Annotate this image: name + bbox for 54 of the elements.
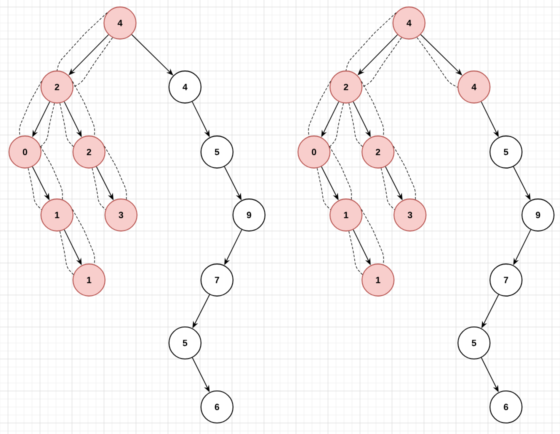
- dashed-line: [60, 230, 74, 275]
- tree-node: 7: [490, 264, 522, 296]
- tree-node: 4: [104, 6, 136, 40]
- dashed-line: [60, 102, 74, 147]
- dashed-line: [361, 209, 384, 265]
- tree-node: 0: [8, 136, 42, 168]
- tree-node: 5: [200, 136, 234, 168]
- dashed-line: [348, 102, 363, 147]
- dashed-line: [329, 102, 344, 148]
- dashed-line: [40, 102, 55, 148]
- dashed-line: [28, 168, 42, 210]
- dashed-line: [104, 146, 127, 200]
- dashed-line: [72, 81, 95, 137]
- tree-node: 6: [490, 390, 522, 424]
- dashed-line: [346, 12, 397, 71]
- tree-node: 6: [200, 390, 234, 424]
- tree-node: 5: [490, 136, 522, 168]
- tree-node: 5: [168, 326, 202, 360]
- dashed-line: [329, 146, 352, 200]
- dashed-line: [56, 12, 108, 71]
- tree-node: 1: [362, 264, 394, 296]
- tree-node: 1: [72, 264, 106, 296]
- tree-node: 4: [168, 70, 202, 104]
- tree-node: 3: [104, 198, 138, 232]
- node-label: 6: [214, 404, 220, 410]
- dashed-line: [316, 168, 331, 210]
- node-label: 9: [536, 212, 540, 218]
- tree-node: 2: [362, 136, 394, 168]
- dashed-line: [73, 37, 113, 88]
- tree-node: 7: [200, 264, 234, 296]
- dashed-line: [308, 80, 331, 137]
- tree-node: 3: [394, 198, 426, 232]
- dashed-line: [40, 146, 63, 200]
- tree-node: 1: [40, 198, 74, 232]
- tree-node: 1: [330, 198, 362, 232]
- dashed-line: [416, 37, 458, 88]
- dashed-line: [72, 209, 95, 265]
- node-label: 6: [504, 404, 508, 410]
- dashed-line: [393, 146, 416, 200]
- tree-node: 4: [458, 70, 490, 104]
- tree-node: 2: [330, 70, 362, 104]
- tree-node: 4: [392, 6, 426, 40]
- tree-node: 2: [40, 70, 74, 104]
- tree-node: 2: [72, 136, 106, 168]
- dashed-line: [361, 81, 384, 137]
- tree-node: 9: [232, 198, 266, 232]
- dashed-line: [92, 168, 106, 210]
- tree-node: 0: [298, 136, 330, 168]
- dashed-line: [19, 80, 42, 137]
- tree-node: 9: [522, 198, 554, 232]
- dashed-line: [380, 168, 395, 210]
- dashed-line: [362, 37, 402, 88]
- dashed-line: [348, 230, 363, 275]
- tree-node: 5: [458, 326, 490, 360]
